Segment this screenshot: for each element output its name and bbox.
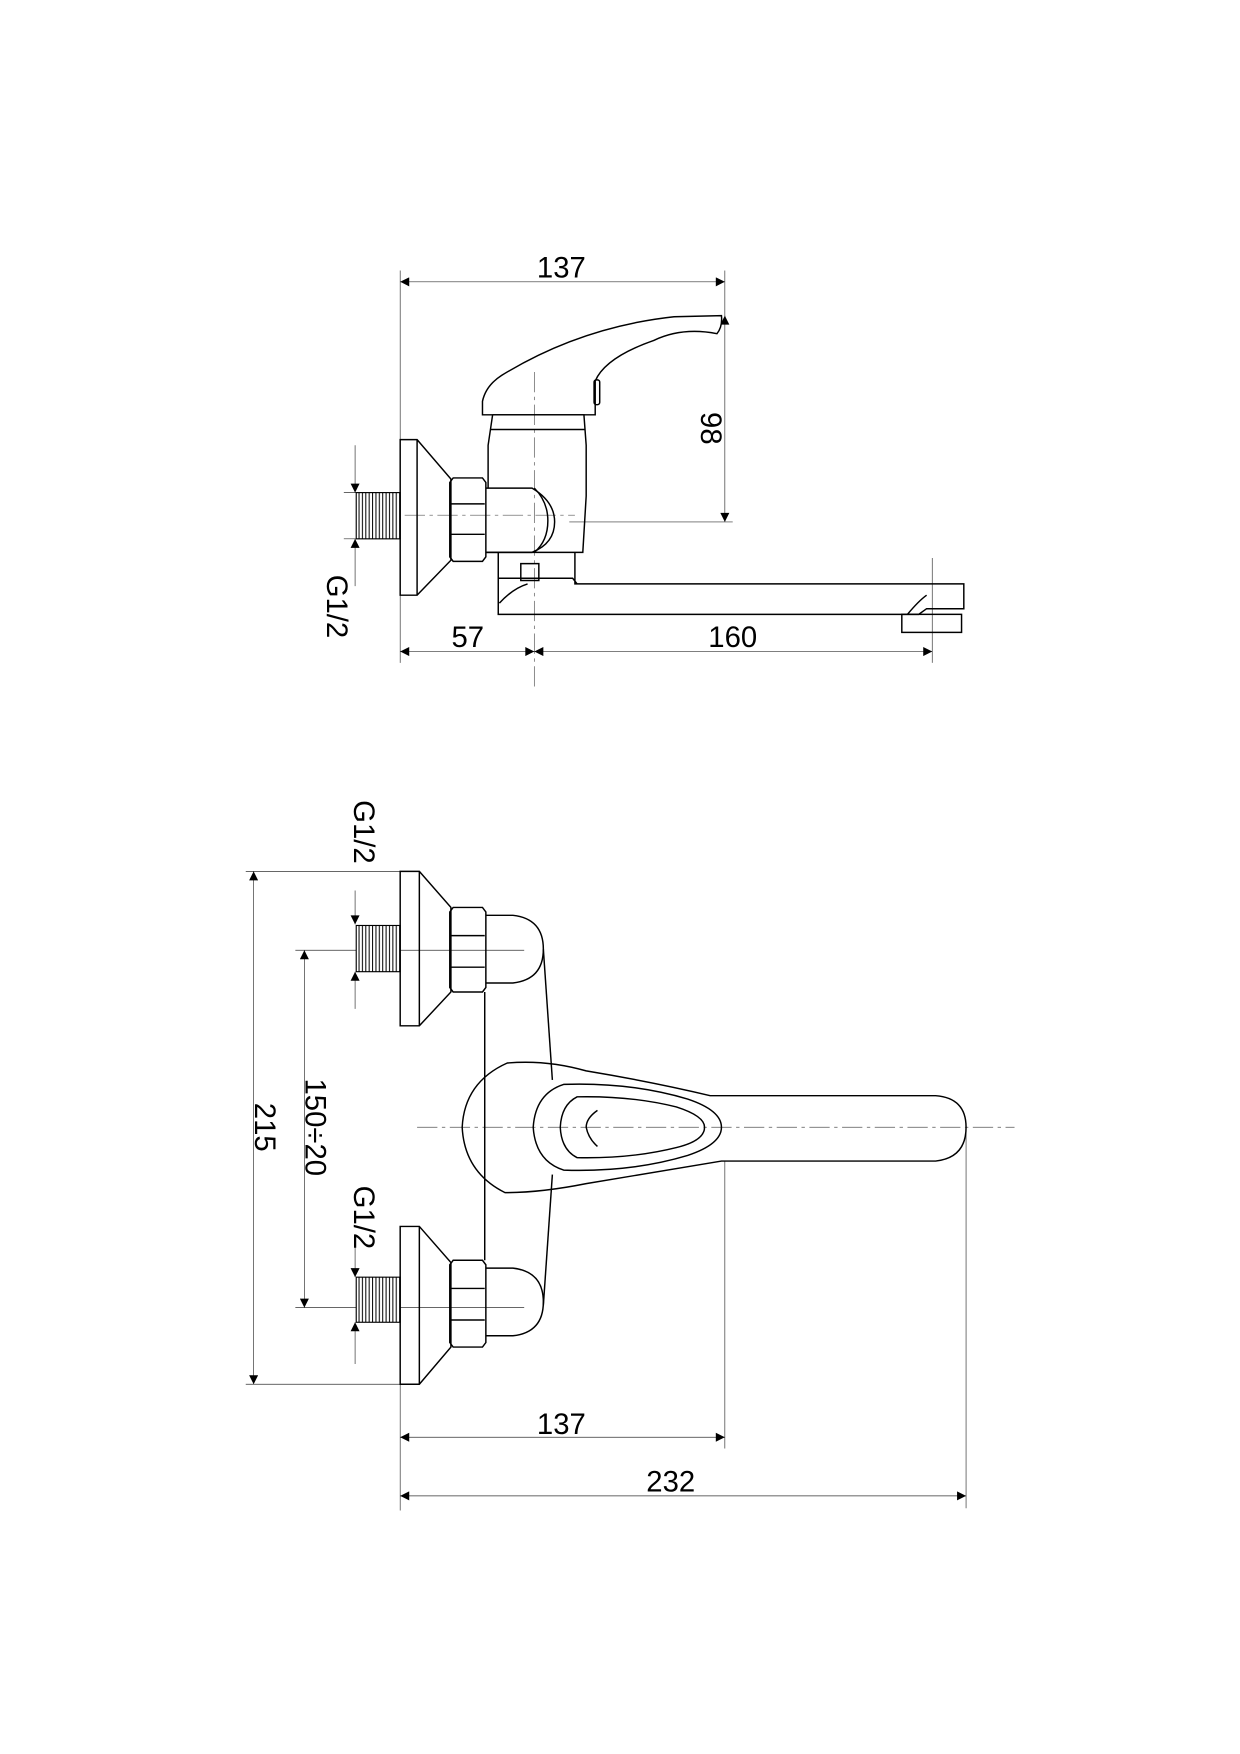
- thread-size-label: G1/2: [320, 575, 353, 639]
- threaded-inlet: [355, 492, 401, 540]
- wall-flange: [399, 438, 452, 596]
- lower-thread-size-label: G1/2: [347, 1186, 380, 1250]
- spout: [497, 552, 965, 616]
- dimension-137-front-label: 137: [537, 1408, 586, 1441]
- aerator: [901, 613, 963, 634]
- upper-threaded-inlet: [355, 924, 401, 973]
- lower-threaded-inlet: [355, 1276, 401, 1323]
- hex-nut: [449, 477, 487, 563]
- mixer-body: [485, 414, 587, 554]
- side-view: 137 98 57 160 G1/2: [320, 251, 965, 690]
- dimension-98-label: 98: [694, 412, 727, 445]
- lower-wall-flange: [399, 1225, 452, 1385]
- dimension-137-label: 137: [537, 251, 586, 284]
- lever-handle: [481, 314, 723, 416]
- front-view: 215 150÷20 137 232 G1/2 G1/2: [245, 800, 1015, 1511]
- dimension-160-label: 160: [708, 621, 757, 654]
- lower-cap: [485, 1267, 545, 1337]
- upper-cap: [485, 914, 545, 984]
- dimension-215-label: 215: [248, 1103, 281, 1152]
- upper-hex-nut: [449, 906, 487, 993]
- upper-thread-size-label: G1/2: [347, 800, 380, 864]
- lever-front: [461, 1061, 967, 1194]
- upper-wall-flange: [399, 870, 452, 1027]
- lower-hex-nut: [449, 1259, 487, 1348]
- dimension-232-label: 232: [646, 1465, 695, 1498]
- dimension-57-label: 57: [452, 621, 485, 654]
- dimension-150-label: 150÷20: [298, 1078, 331, 1176]
